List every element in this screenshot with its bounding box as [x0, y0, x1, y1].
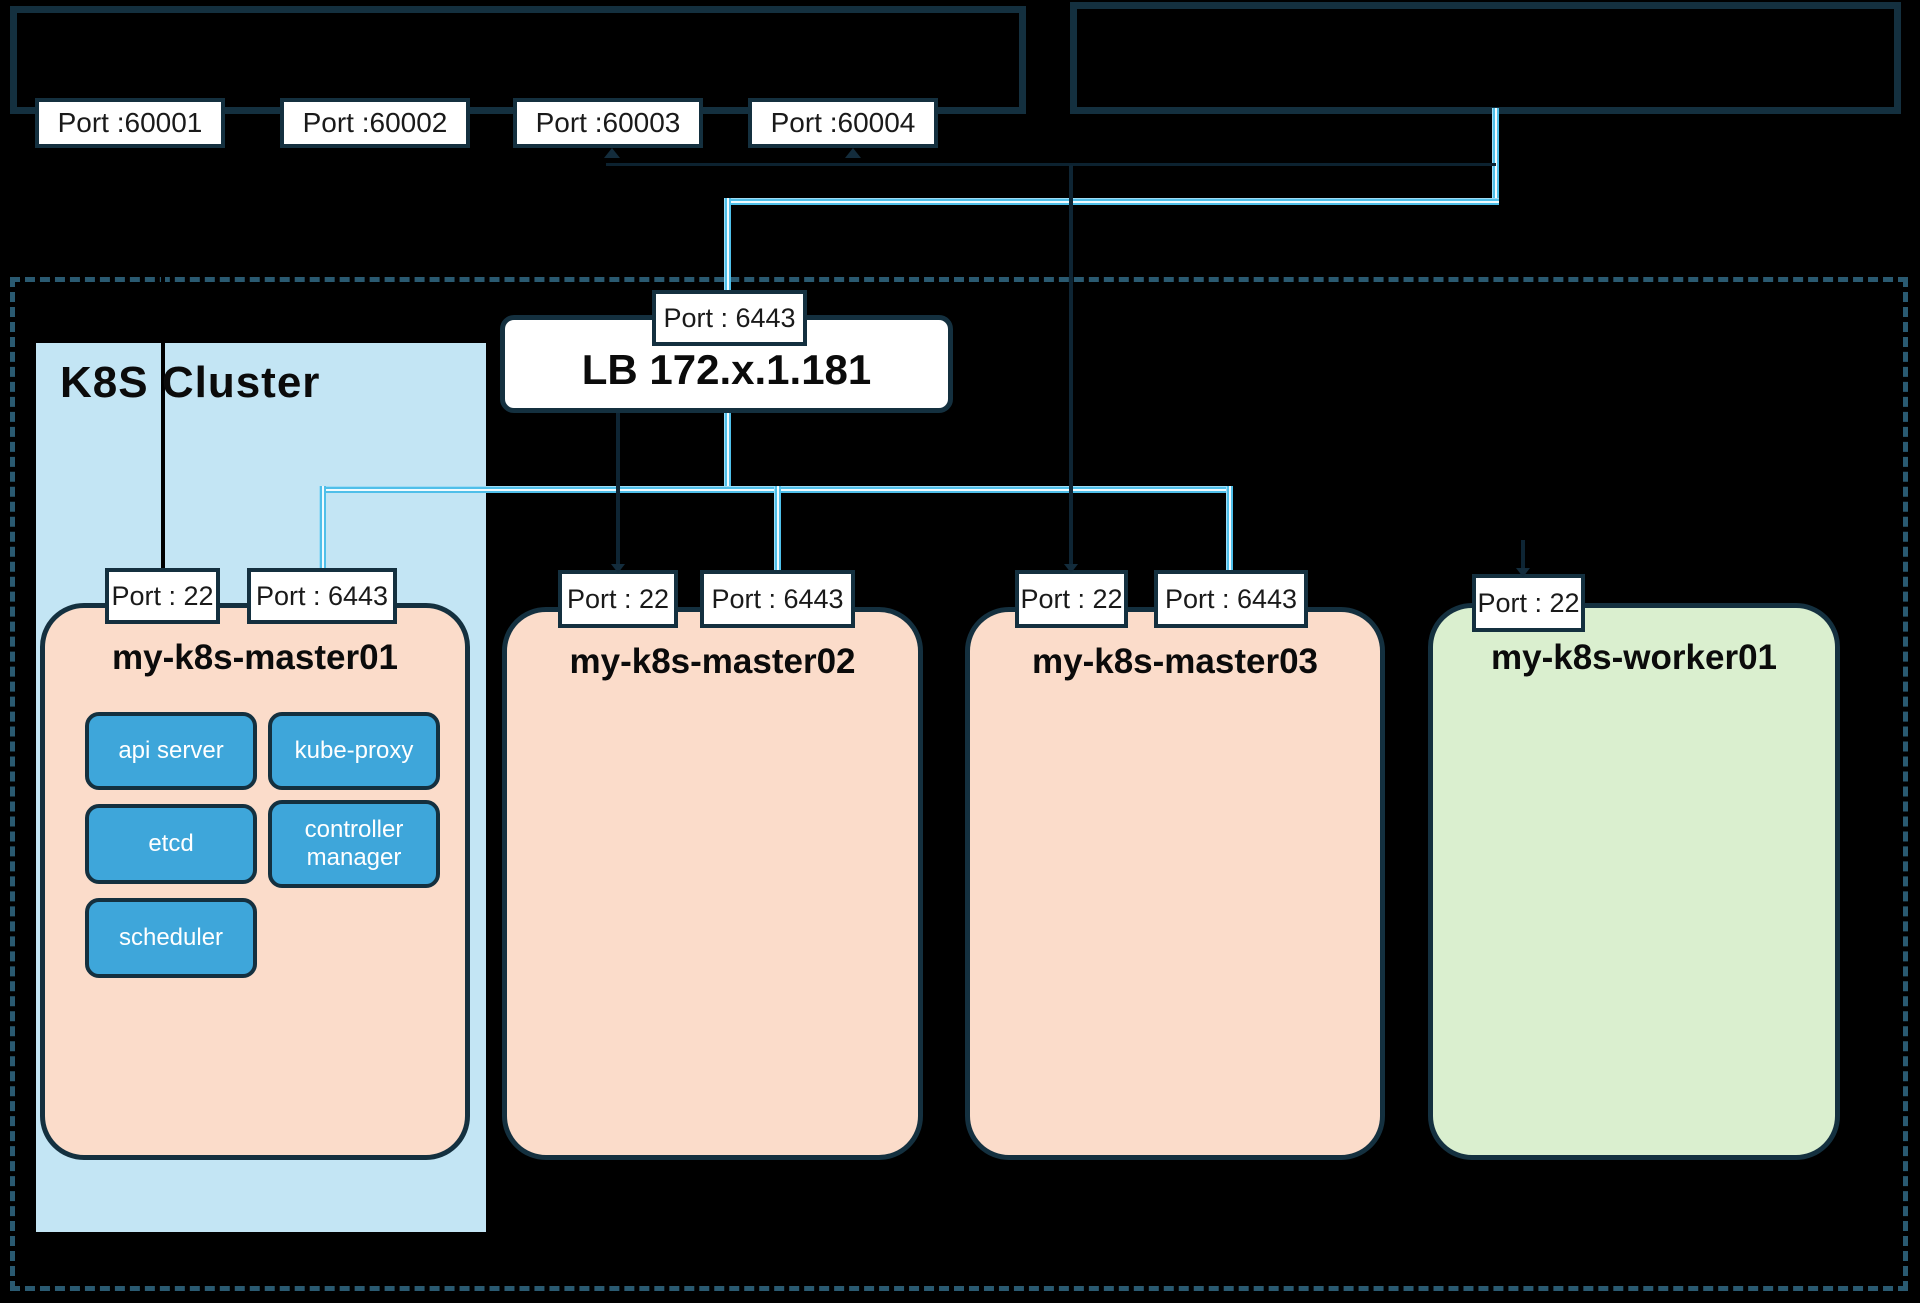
component-etcd: etcd	[85, 804, 257, 884]
port-label-master02-22-text: Port : 22	[566, 583, 670, 614]
arrow-down-icon-master03-ssh	[1064, 564, 1078, 573]
node-master01: my-k8s-master01	[40, 603, 470, 1160]
connector-blue-drop-master03	[1226, 486, 1233, 572]
load-balancer-name: LB 172.x.1.181	[581, 346, 872, 393]
port-label-60001-text: Port :60001	[57, 107, 203, 138]
port-label-lb-6443-text: Port : 6443	[663, 302, 796, 333]
arrow-down-icon-worker01-ssh	[1516, 568, 1530, 577]
connector-blue-drop-master02	[774, 486, 781, 572]
port-label-master03-6443: Port : 6443	[1154, 570, 1308, 628]
arrow-up-icon-port60003	[604, 148, 620, 158]
connector-blue-vertical-right	[1492, 108, 1499, 205]
node-master02-name: my-k8s-master02	[569, 642, 856, 681]
node-master01-name: my-k8s-master01	[111, 638, 398, 677]
arrow-up-icon-port60004	[845, 148, 861, 158]
port-label-master02-6443-text: Port : 6443	[711, 583, 844, 614]
port-label-master01-22-text: Port : 22	[111, 580, 214, 611]
port-label-worker01-22-text: Port : 22	[1477, 587, 1580, 618]
port-label-master02-22: Port : 22	[558, 570, 678, 628]
node-master02: my-k8s-master02	[502, 607, 923, 1160]
port-label-master03-6443-text: Port : 6443	[1164, 583, 1298, 614]
node-master03-name: my-k8s-master03	[1031, 642, 1318, 681]
connector-blue-vertical-lb-bottom	[724, 413, 731, 489]
component-scheduler: scheduler	[85, 898, 257, 978]
port-label-60004: Port :60004	[748, 98, 938, 148]
node-worker01-name: my-k8s-worker01	[1491, 638, 1777, 677]
port-label-master01-22: Port : 22	[105, 568, 220, 624]
port-label-master03-22-text: Port : 22	[1020, 583, 1123, 614]
port-label-master01-6443: Port : 6443	[247, 568, 397, 624]
connector-dark-master02-ssh	[616, 408, 620, 566]
port-label-master03-22: Port : 22	[1015, 570, 1128, 628]
connector-black-master01-ssh	[161, 112, 165, 568]
node-worker01: my-k8s-worker01	[1428, 603, 1840, 1160]
node-master03: my-k8s-master03	[965, 607, 1385, 1160]
arrow-down-icon-master02-ssh	[611, 564, 625, 573]
port-label-worker01-22: Port : 22	[1472, 574, 1585, 632]
port-label-master01-6443-text: Port : 6443	[255, 580, 389, 611]
port-label-60002-text: Port :60002	[302, 107, 448, 138]
component-controller-manager: controller manager	[268, 800, 440, 888]
k8s-cluster-title: K8S Cluster	[60, 358, 321, 407]
external-host-box-right	[1070, 2, 1901, 114]
component-api-server: api server	[85, 712, 257, 790]
component-kube-proxy: kube-proxy	[268, 712, 440, 790]
connector-blue-horizontal-top	[724, 198, 1499, 205]
port-label-60002: Port :60002	[280, 98, 470, 148]
connector-blue-vertical-lb-top	[724, 198, 731, 292]
port-label-60003-text: Port :60003	[535, 107, 681, 138]
connector-dark-horizontal	[606, 163, 1496, 166]
port-label-lb-6443: Port : 6443	[652, 290, 807, 346]
connector-dark-master03-ssh	[1069, 165, 1073, 566]
connector-blue-drop-master01	[319, 486, 326, 570]
port-label-60003: Port :60003	[513, 98, 703, 148]
port-label-master02-6443: Port : 6443	[700, 570, 855, 628]
cluster-boundary-dashed	[10, 277, 1908, 1291]
connector-dark-worker01-ssh	[1521, 540, 1525, 572]
port-label-60001: Port :60001	[35, 98, 225, 148]
port-label-60004-text: Port :60004	[770, 107, 916, 138]
